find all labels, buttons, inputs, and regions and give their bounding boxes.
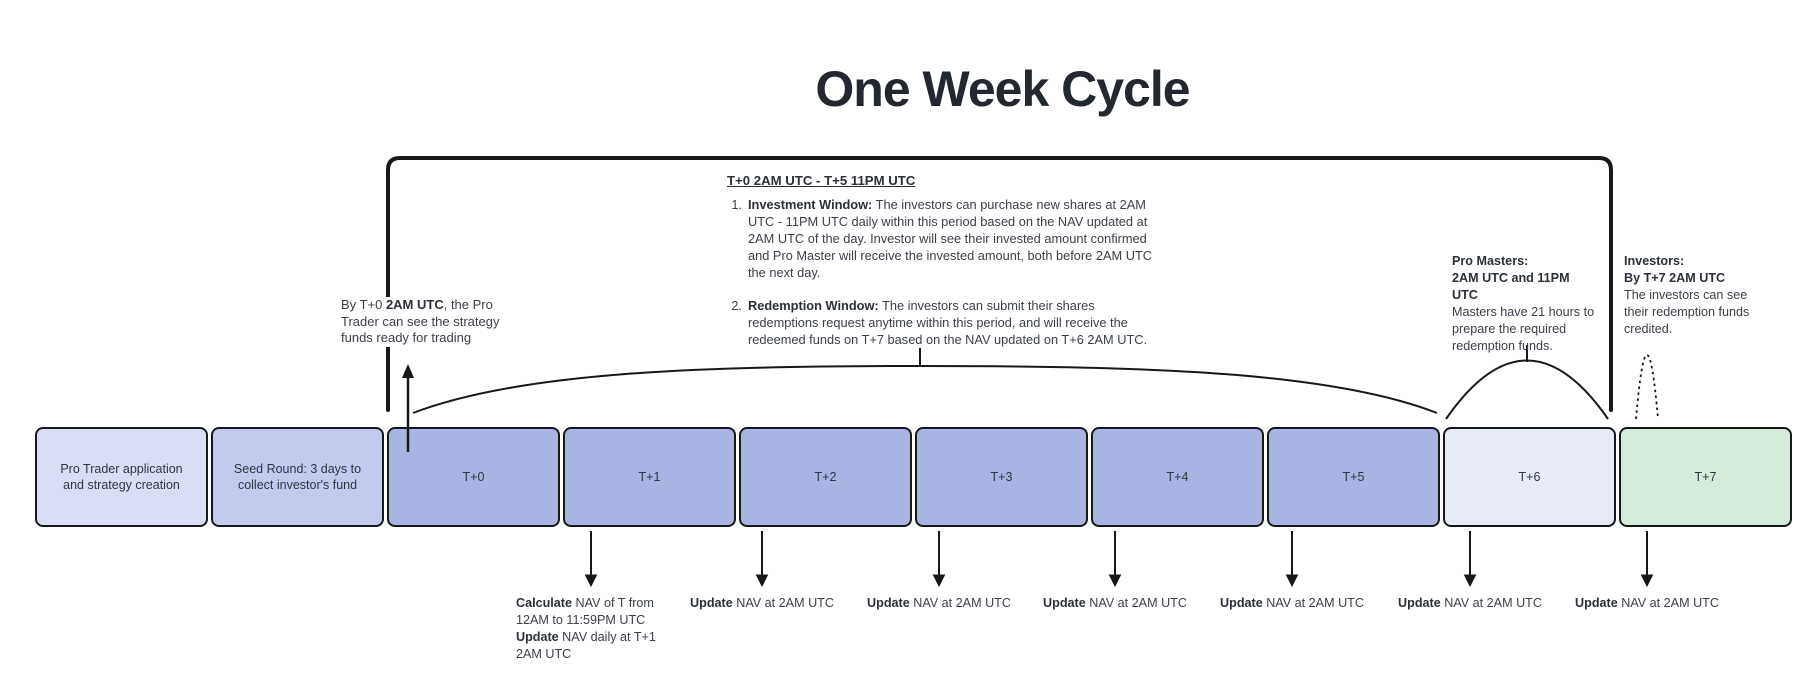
window-note: T+0 2AM UTC - T+5 11PM UTC 1. Investment… <box>727 172 1157 364</box>
window-note-item-investment: 1. Investment Window: The investors can … <box>727 196 1157 281</box>
nav-note-text: NAV at 2AM UTC <box>1617 596 1719 610</box>
window-note-item-label: Investment Window: <box>748 197 873 212</box>
nav-note-bold: Update <box>1043 596 1086 610</box>
timeline-box-t2: T+2 <box>739 427 912 527</box>
investors-note-body: The investors can see their redemption f… <box>1624 288 1750 336</box>
nav-note-calculate-line1: Calculate NAV of T from 12AM to 11:59PM … <box>516 595 674 629</box>
nav-note-bold: Update <box>1575 596 1618 610</box>
window-note-item-redemption: 2. Redemption Window: The investors can … <box>727 297 1157 348</box>
investors-note: Investors: By T+7 2AM UTC The investors … <box>1624 253 1766 338</box>
pro-trader-note-text: , the Pro Trader can see the strategy fu… <box>341 297 500 345</box>
nav-update-arrow <box>584 531 598 588</box>
nav-note-bold: Update <box>867 596 910 610</box>
timeline-box-t7: T+7 <box>1619 427 1792 527</box>
nav-note-update-2: Update NAV at 2AM UTC <box>851 595 1027 612</box>
pro-trader-note: By T+0 2AM UTC, the Pro Trader can see t… <box>341 297 517 347</box>
window-note-item-body: The investors can purchase new shares at… <box>748 197 1153 280</box>
timeline-box-label: T+6 <box>1518 470 1541 484</box>
pro-masters-note-body: Masters have 21 hours to prepare the req… <box>1452 305 1595 353</box>
investors-note-subtitle: By T+7 2AM UTC <box>1624 271 1726 285</box>
nav-note-text: NAV at 2AM UTC <box>1440 596 1542 610</box>
nav-note-text: NAV at 2AM UTC <box>732 596 834 610</box>
timeline-box-label: T+4 <box>1166 470 1189 484</box>
page-title: One Week Cycle <box>815 61 1190 117</box>
pro-trader-note-text: By T+0 <box>341 297 386 312</box>
timeline-box-t6: T+6 <box>1443 427 1616 527</box>
nav-note-update-4: Update NAV at 2AM UTC <box>1204 595 1380 612</box>
timeline-box-label: Pro Trader application and strategy crea… <box>60 462 183 492</box>
nav-update-arrow <box>932 531 946 588</box>
pro-masters-arc <box>1445 359 1609 420</box>
timeline-box-t4: T+4 <box>1091 427 1264 527</box>
nav-note-calculate: Calculate NAV of T from 12AM to 11:59PM … <box>516 595 674 663</box>
timeline-box-t3: T+3 <box>915 427 1088 527</box>
nav-update-arrows <box>584 531 1654 588</box>
nav-note-text: NAV at 2AM UTC <box>909 596 1011 610</box>
nav-note-bold: Update <box>690 596 733 610</box>
timeline-box-t5: T+5 <box>1267 427 1440 527</box>
timeline-box-t0: T+0 <box>387 427 560 527</box>
timeline-box-label: T+1 <box>638 470 661 484</box>
investors-dotted-arc <box>1635 354 1659 420</box>
nav-note-text: NAV of T from 12AM to 11:59PM UTC <box>516 596 654 627</box>
nav-update-arrow <box>1108 531 1122 588</box>
window-note-item-text: Redemption Window: The investors can sub… <box>748 297 1157 348</box>
nav-note-bold: Update <box>1220 596 1263 610</box>
timeline-box-label: T+5 <box>1342 470 1365 484</box>
list-number: 1. <box>731 197 742 212</box>
nav-update-arrow <box>1640 531 1654 588</box>
timeline: Pro Trader application and strategy crea… <box>35 427 1792 527</box>
nav-update-arrow <box>1463 531 1477 588</box>
window-note-item-body: The investors can submit their shares re… <box>748 298 1148 347</box>
window-note-item-text: Investment Window: The investors can pur… <box>748 196 1157 281</box>
nav-note-text: NAV at 2AM UTC <box>1262 596 1364 610</box>
timeline-box-application: Pro Trader application and strategy crea… <box>35 427 208 527</box>
timeline-box-label: T+7 <box>1694 470 1717 484</box>
timeline-box-t1: T+1 <box>563 427 736 527</box>
nav-note-bold: Update <box>516 630 559 644</box>
investors-note-title: Investors: <box>1624 254 1685 268</box>
nav-note-update-6: Update NAV at 2AM UTC <box>1559 595 1735 612</box>
timeline-box-label: T+3 <box>990 470 1013 484</box>
pro-masters-note: Pro Masters: 2AM UTC and 11PM UTC Master… <box>1452 253 1598 355</box>
pro-masters-note-title: Pro Masters: <box>1452 254 1529 268</box>
pro-trader-note-time: 2AM UTC <box>385 297 444 312</box>
nav-note-calculate-line2: Update NAV daily at T+1 2AM UTC <box>516 629 674 663</box>
nav-update-arrow <box>1285 531 1299 588</box>
timeline-box-label: T+2 <box>814 470 837 484</box>
nav-note-update-1: Update NAV at 2AM UTC <box>674 595 850 612</box>
nav-update-arrow <box>755 531 769 588</box>
timeline-box-label: T+0 <box>462 470 485 484</box>
nav-note-update-5: Update NAV at 2AM UTC <box>1382 595 1558 612</box>
nav-note-text: NAV at 2AM UTC <box>1085 596 1187 610</box>
pro-masters-note-subtitle: 2AM UTC and 11PM UTC <box>1452 271 1570 302</box>
nav-note-bold: Update <box>1398 596 1441 610</box>
timeline-box-label: Seed Round: 3 days to collect investor's… <box>233 462 362 492</box>
list-number: 2. <box>731 298 742 313</box>
nav-note-text: NAV daily at T+1 2AM UTC <box>516 630 656 661</box>
timeline-box-seed-round: Seed Round: 3 days to collect investor's… <box>211 427 384 527</box>
nav-note-update-3: Update NAV at 2AM UTC <box>1027 595 1203 612</box>
nav-note-bold: Calculate <box>516 596 572 610</box>
window-note-heading: T+0 2AM UTC - T+5 11PM UTC <box>727 173 916 188</box>
investment-window-arc <box>412 364 1438 414</box>
window-note-item-label: Redemption Window: <box>748 298 879 313</box>
